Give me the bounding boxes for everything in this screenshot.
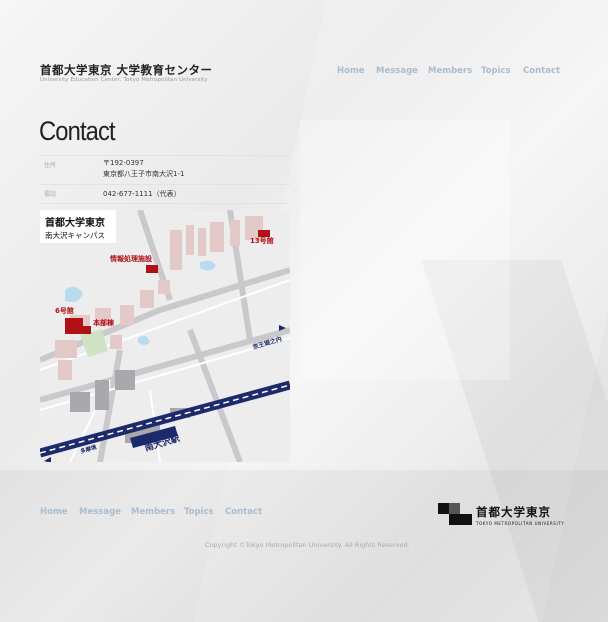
site-title[interactable]: 首都大学東京 大学教育センター (40, 63, 213, 77)
site-subtitle: University Education Center, Tokyo Metro… (40, 77, 208, 83)
street-address: 東京都八王子市南大沢1-1 (103, 170, 185, 178)
footer-nav-members[interactable]: Members (131, 507, 176, 517)
nav-home[interactable]: Home (337, 66, 365, 76)
nav-contact[interactable]: Contact (523, 66, 561, 76)
postal-code: 〒192-0397 (103, 159, 144, 167)
map-graphic (40, 210, 290, 462)
nav-message[interactable]: Message (376, 66, 418, 76)
phone-label: 電話 (44, 191, 57, 198)
phone-row: 電話 042-677-1111（代表） (40, 184, 290, 204)
footer-nav-home[interactable]: Home (40, 507, 68, 517)
copyright: Copyright ©Tokyo Metropolitan University… (205, 541, 410, 549)
map-campus-name: 首都大学東京 (45, 218, 105, 229)
logo-name[interactable]: 首都大学東京 (476, 505, 551, 519)
footer-nav-message[interactable]: Message (79, 507, 121, 517)
footer-nav-topics[interactable]: Topics (184, 507, 214, 517)
map-label-info-facility: 情報処理施設 (110, 255, 152, 263)
address-value: 〒192-0397 東京都八王子市南大沢1-1 (103, 158, 184, 180)
footer-nav-contact[interactable]: Contact (225, 507, 263, 517)
campus-map: 首都大学東京 南大沢キャンパス 13号館 情報処理施設 6号館 本部棟 京王堀之… (40, 210, 290, 462)
address-label: 住所 (44, 162, 57, 169)
page-title: Contact (39, 116, 116, 146)
address-row: 住所 〒192-0397 東京都八王子市南大沢1-1 (40, 155, 290, 183)
map-label-bld13: 13号館 (250, 237, 274, 245)
university-logo-icon[interactable] (438, 503, 472, 529)
nav-topics[interactable]: Topics (481, 66, 511, 76)
map-label-main-bld: 本部棟 (93, 319, 114, 327)
map-label-bld6: 6号館 (55, 307, 74, 315)
logo-subtitle: TOKYO METROPOLITAN UNIVERSITY (476, 521, 565, 526)
phone-value: 042-677-1111（代表） (103, 190, 181, 198)
map-campus-sub: 南大沢キャンパス (45, 231, 105, 240)
nav-members[interactable]: Members (428, 66, 473, 76)
